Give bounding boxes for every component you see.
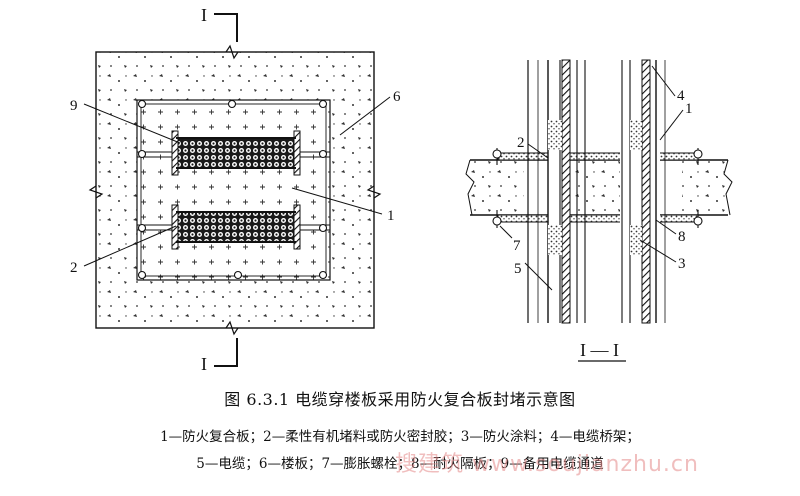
section-label-4: 4 — [677, 88, 685, 104]
cable-channel-upper — [171, 130, 301, 176]
figure-legend-line-1: 1—防火复合板；2—柔性有机堵料或防火密封胶；3—防火涂料；4—电缆桥架； — [160, 429, 640, 445]
figure-legend-line-2: 5—电缆；6—楼板；7—膨胀螺栓；8—耐火隔板；9—备用电缆通道 — [196, 456, 604, 472]
svg-text:I: I — [201, 354, 207, 374]
cable-channel-lower — [171, 204, 301, 250]
label-1: 1 — [387, 208, 395, 224]
section-bolts — [492, 148, 703, 228]
section-cut-marker-top: I — [201, 5, 238, 42]
section-title: I — I — [580, 340, 619, 360]
section-label-7: 7 — [513, 238, 521, 254]
section-slab — [465, 159, 733, 216]
svg-text:I: I — [201, 5, 207, 25]
section-label-1: 1 — [685, 101, 693, 117]
section-label-8: 8 — [678, 229, 686, 245]
fire-composite-board — [136, 99, 331, 281]
section-cut-marker-bottom: I — [201, 338, 238, 374]
label-6: 6 — [393, 89, 401, 105]
anchor-bolts — [137, 99, 328, 280]
section-cable-tray-left — [527, 59, 586, 324]
watermark: 搜建筑 www.soujianzhu.cn — [395, 452, 699, 477]
plan-view: I I 9 6 1 2 — [70, 5, 401, 374]
section-cable-tray-right — [620, 59, 666, 324]
section-label-3: 3 — [678, 256, 686, 272]
label-2: 2 — [70, 260, 78, 276]
figure-caption-title: 图 6.3.1 电缆穿楼板采用防火复合板封堵示意图 — [224, 390, 576, 409]
label-9: 9 — [70, 98, 78, 114]
section-label-2: 2 — [517, 135, 525, 151]
section-view: 4 1 2 7 5 8 3 I — I — [465, 59, 733, 362]
section-label-5: 5 — [514, 261, 522, 277]
